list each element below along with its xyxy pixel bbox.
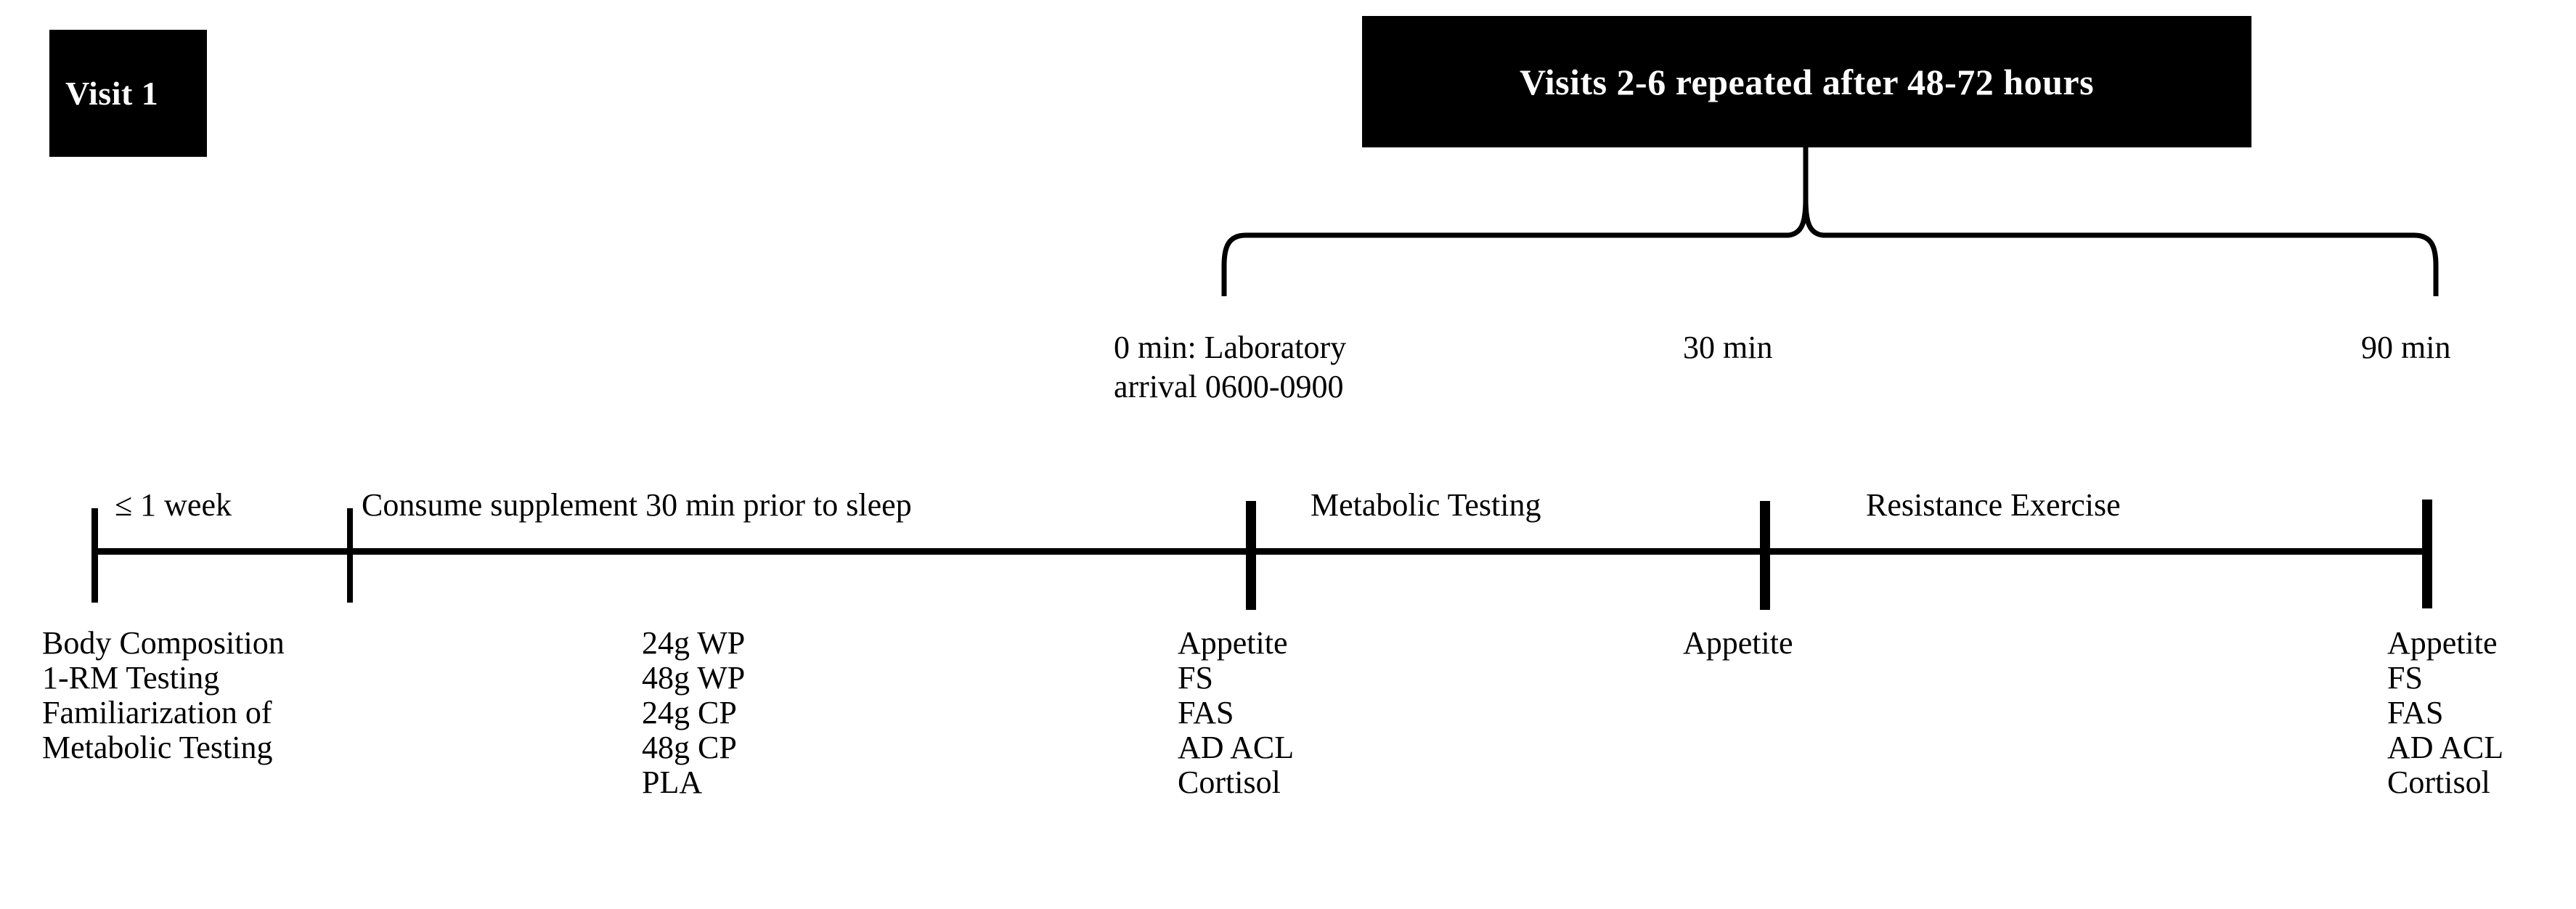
- list-item: Metabolic Testing: [42, 730, 273, 765]
- list-item: FS: [1178, 660, 1213, 696]
- list-item: 48g CP: [642, 730, 737, 765]
- timepoint-label-30min: 30 min: [1683, 330, 1773, 365]
- segment-label-resistance-exercise: Resistance Exercise: [1866, 487, 2121, 523]
- timepoint-label-0min: 0 min: Laboratory arrival 0600-0900: [1114, 330, 1347, 404]
- list-item: Body Composition: [42, 625, 285, 661]
- timepoint-label-90min: 90 min: [2361, 330, 2451, 365]
- axis-tick-0min: [1246, 501, 1256, 610]
- curly-brace-icon: [1221, 144, 2439, 296]
- axis-baseline: [94, 548, 2427, 555]
- segment-label-metabolic-testing: Metabolic Testing: [1311, 487, 1541, 523]
- list-item: Appetite: [2387, 625, 2498, 661]
- list-item: Appetite: [1683, 625, 1793, 661]
- list-item: FAS: [1178, 695, 1234, 730]
- measures-column-0min: Appetite FS FAS AD ACL Cortisol: [1178, 626, 1294, 800]
- list-item: 24g WP: [642, 625, 746, 661]
- list-item: 1-RM Testing: [42, 660, 220, 696]
- axis-tick-supplement-start: [347, 508, 353, 603]
- list-item: Familiarization of: [42, 695, 272, 730]
- visit-1-banner: Visit 1: [49, 30, 207, 157]
- segment-label-week: ≤ 1 week: [115, 487, 232, 523]
- list-item: 24g CP: [642, 695, 737, 730]
- list-item: Cortisol: [1178, 765, 1281, 800]
- measures-column-visit1: Body Composition 1-RM Testing Familiariz…: [42, 626, 285, 765]
- list-item: 48g WP: [642, 660, 746, 696]
- visits-2-6-banner: Visits 2-6 repeated after 48-72 hours: [1362, 16, 2251, 147]
- axis-tick-90min: [2422, 500, 2432, 608]
- measures-column-90min: Appetite FS FAS AD ACL Cortisol: [2387, 626, 2503, 800]
- measures-column-30min: Appetite: [1683, 626, 1793, 661]
- list-item: Appetite: [1178, 625, 1288, 661]
- list-item: Cortisol: [2387, 765, 2490, 800]
- segment-label-supplement: Consume supplement 30 min prior to sleep: [362, 487, 912, 523]
- supplement-dose-column: 24g WP 48g WP 24g CP 48g CP PLA: [642, 626, 745, 800]
- list-item: FAS: [2387, 695, 2444, 730]
- list-item: AD ACL: [2387, 730, 2504, 765]
- axis-tick-start: [91, 508, 98, 603]
- list-item: AD ACL: [1178, 730, 1295, 765]
- timeline-axis: [0, 494, 2576, 610]
- list-item: PLA: [642, 765, 703, 800]
- axis-tick-30min: [1760, 501, 1770, 610]
- curly-brace-connector: [1212, 144, 2447, 296]
- list-item: FS: [2387, 660, 2423, 696]
